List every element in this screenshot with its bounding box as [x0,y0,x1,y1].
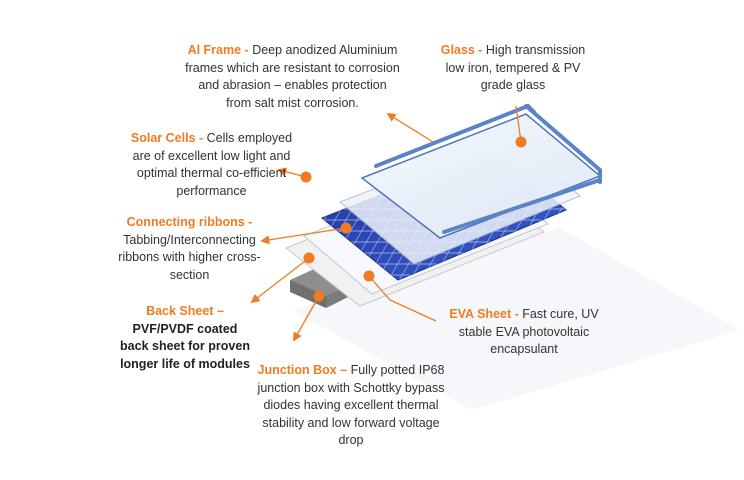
solar-cells-callout: Solar Cells - Cells employed are of exce… [130,131,293,198]
back-sheet-description: PVF/PVDF coated back sheet for proven lo… [120,321,250,371]
back-sheet-callout: Back Sheet – PVF/PVDF coated back sheet … [120,304,250,371]
connecting-ribbons-dot [340,222,352,234]
al-frame-description: Deep anodized Aluminium frames which are… [185,43,400,110]
glass-title: Glass [440,43,475,57]
glass-dot [515,136,527,148]
junction-box-pointer [293,295,320,342]
connecting-ribbons-description: Tabbing/Interconnecting ribbons with hig… [118,232,261,282]
back-sheet-title: Back Sheet [146,304,214,318]
junction-box-description: Fully potted IP68 junction box with Scho… [257,363,445,447]
glass-pointer [515,105,522,143]
solar-cells-title: Solar Cells [130,131,196,145]
solar-cells-description: Cells employed are of excellent low ligh… [132,131,293,198]
al-frame-title: Al Frame [187,43,242,57]
eva-sheet-dot [363,270,375,282]
eva-sheet-callout: EVA Sheet - Fast cure, UV stable EVA pho… [449,307,599,356]
connecting-ribbons-callout: Connecting ribbons - Tabbing/Interconnec… [118,215,261,282]
panel-reflection [292,228,740,410]
al-frame-pointer [386,113,434,143]
back-sheet-dot [303,252,315,264]
connecting-ribbons-pointer [260,227,347,245]
solar-cells-dot [300,171,312,183]
eva-sheet-description: Fast cure, UV stable EVA photovoltaic en… [458,307,599,356]
glass-description: High transmission low iron, tempered & P… [445,43,586,92]
junction-box-callout: Junction Box – Fully potted IP68 junctio… [257,363,445,447]
al-frame-callout: Al Frame - Deep anodized Aluminium frame… [185,43,400,110]
back-sheet-pointer [250,257,310,304]
eva-sheet-pointer [368,275,437,322]
aluminium-frame-graphic [374,103,602,234]
glass-callout: Glass - High transmission low iron, temp… [440,43,586,92]
junction-box-title: Junction Box [257,363,337,377]
connecting-ribbons-title: Connecting ribbons [126,215,245,229]
junction-box-dot [313,290,325,302]
eva-sheet-title: EVA Sheet [449,307,512,321]
